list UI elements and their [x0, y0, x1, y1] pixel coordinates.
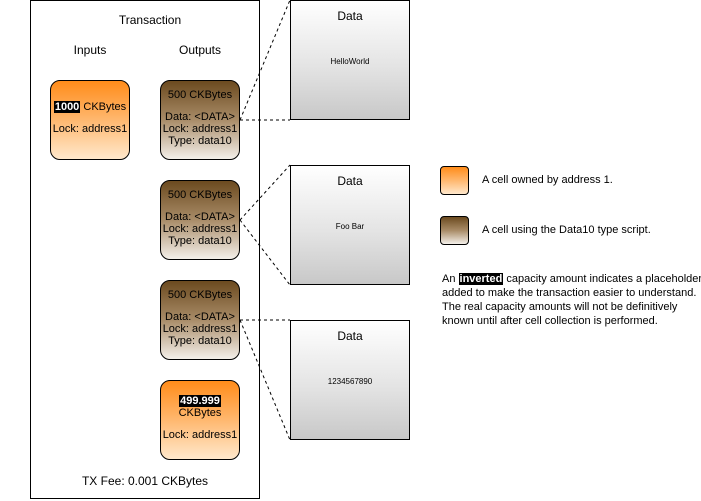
output-cell-2-capacity: 500 CKBytes [167, 189, 233, 201]
change-cell: 499.999 CKBytes Lock: address1 [160, 380, 240, 460]
data-box-2-value: Foo Bar [335, 222, 365, 231]
output-cell-2: 500 CKBytes Data: <DATA> Lock: address1 … [160, 180, 240, 260]
data-box-1: Data HelloWorld [290, 0, 410, 120]
data-box-2-title: Data [337, 174, 363, 188]
connector-1a [239, 0, 291, 121]
data-box-1-value: HelloWorld [330, 57, 370, 66]
outputs-label: Outputs [178, 43, 222, 57]
input-cell-lock: Lock: address1 [52, 123, 128, 135]
change-cell-capacity-inverted: 499.999 [179, 395, 221, 407]
legend-brown-swatch [440, 216, 469, 245]
input-cell-capacity-unit: CKBytes [80, 101, 127, 113]
inverted-note: An inverted capacity amount indicates a … [442, 272, 701, 328]
inputs-label: Inputs [73, 43, 107, 57]
change-cell-capacity-unit: CKBytes [178, 407, 222, 419]
data-box-3: Data 1234567890 [290, 320, 410, 440]
connector-3b [239, 319, 291, 441]
output-cell-3-capacity: 500 CKBytes [167, 289, 233, 301]
output-cell-2-type: Type: data10 [168, 235, 232, 247]
output-cell-1-lock: Lock: address1 [162, 123, 238, 135]
input-cell-capacity: 1000 CKBytes [51, 101, 129, 113]
input-cell: 1000 CKBytes Lock: address1 [50, 80, 130, 160]
legend-brown-text: A cell using the Data10 type script. [482, 224, 651, 236]
output-cell-3-data: Data: <DATA> [165, 311, 235, 323]
note-highlight: inverted [458, 273, 504, 285]
output-cell-1-data: Data: <DATA> [165, 111, 235, 123]
data-box-3-title: Data [337, 329, 363, 343]
transaction-title: Transaction [118, 13, 182, 27]
input-cell-capacity-inverted: 1000 [53, 101, 81, 113]
tx-fee: TX Fee: 0.001 CKBytes [81, 474, 209, 488]
output-cell-1-capacity: 500 CKBytes [167, 89, 233, 101]
data-box-1-title: Data [337, 9, 363, 23]
data-box-3-value: 1234567890 [327, 377, 373, 386]
legend-orange-text: A cell owned by address 1. [482, 174, 613, 186]
output-cell-1-type: Type: data10 [168, 135, 232, 147]
note-prefix: An [442, 273, 459, 285]
change-cell-capacity: 499.999 [161, 395, 239, 407]
data-box-2: Data Foo Bar [290, 165, 410, 285]
legend-orange-swatch [440, 166, 469, 195]
output-cell-1: 500 CKBytes Data: <DATA> Lock: address1 … [160, 80, 240, 160]
output-cell-3-type: Type: data10 [168, 335, 232, 347]
note-suffix: capacity amount indicates a placeholder … [442, 273, 701, 327]
change-cell-lock: Lock: address1 [162, 429, 238, 441]
output-cell-3-lock: Lock: address1 [162, 323, 238, 335]
output-cell-3: 500 CKBytes Data: <DATA> Lock: address1 … [160, 280, 240, 360]
connector-2a [239, 164, 291, 221]
output-cell-2-data: Data: <DATA> [165, 211, 235, 223]
connector-2b [239, 219, 291, 286]
transaction-box [30, 0, 260, 499]
output-cell-2-lock: Lock: address1 [162, 223, 238, 235]
